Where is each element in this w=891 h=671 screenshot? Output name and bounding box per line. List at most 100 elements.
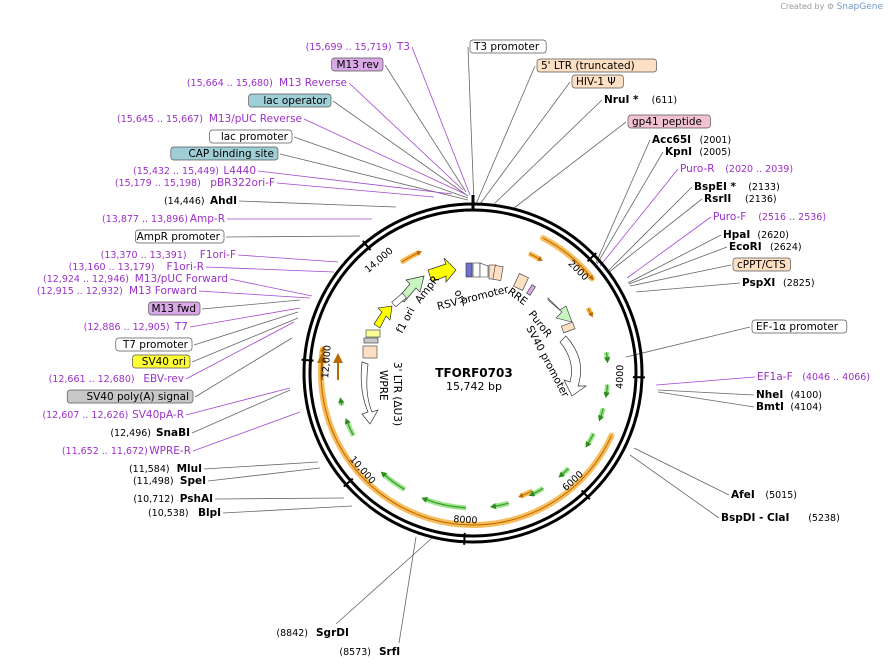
- left-label-3[interactable]: lac operator: [248, 93, 332, 108]
- right-label-3[interactable]: NruI *(611): [604, 94, 677, 106]
- right-label-8[interactable]: BspEI *(2133): [694, 181, 780, 193]
- left-leader-8: [276, 182, 435, 198]
- left-label-name-21: SV40 poly(A) signal: [86, 391, 189, 403]
- left-label-19[interactable]: SV40 ori: [132, 354, 191, 369]
- right-label-20[interactable]: BspDI - ClaI(5238): [721, 512, 840, 524]
- left-label-23[interactable]: SnaBI(12,496): [110, 427, 190, 439]
- left-label-5[interactable]: lac promoter: [209, 129, 293, 144]
- f1-ori-arrow[interactable]: [373, 305, 393, 329]
- right-label-11[interactable]: HpaI(2620): [723, 229, 789, 241]
- right-label-5[interactable]: Acc65I(2001): [652, 134, 731, 146]
- left-label-1[interactable]: M13 rev: [331, 57, 384, 72]
- inner-feature-glyphs: [360, 257, 588, 425]
- left-label-20[interactable]: EBV-rev(12,661 .. 12,680): [49, 373, 184, 385]
- right-label-name-4: gp41 peptide: [632, 116, 702, 128]
- left-label-8[interactable]: pBR322ori-F(15,179 .. 15,198): [115, 177, 275, 189]
- left-label-25[interactable]: MluI(11,584): [129, 463, 202, 475]
- left-label-28[interactable]: BlpI(10,538): [148, 507, 221, 519]
- left-label-14[interactable]: M13/pUC Forward(12,924 .. 12,946): [43, 273, 228, 285]
- feature-label-rsv-promoter[interactable]: RSV promoter: [436, 283, 511, 313]
- left-label-6[interactable]: CAP binding site: [170, 146, 279, 161]
- left-label-16[interactable]: M13 fwd: [148, 301, 201, 316]
- plasmid-name: TFORF0703: [435, 366, 512, 380]
- left-label-0[interactable]: T3(15,699 .. 15,719): [306, 41, 410, 53]
- left-label-11[interactable]: AmpR promoter: [135, 229, 225, 244]
- left-label-2[interactable]: M13 Reverse(15,664 .. 15,680): [187, 77, 347, 89]
- psi-box[interactable]: [492, 265, 504, 281]
- right-leader-20: [629, 454, 720, 519]
- ltr3-box[interactable]: [362, 345, 378, 359]
- right-label-4[interactable]: gp41 peptide: [627, 114, 711, 129]
- left-label-15[interactable]: M13 Forward(12,915 .. 12,932): [37, 285, 197, 297]
- right-label-coord-19: (5015): [765, 490, 797, 501]
- feature-label-wpre[interactable]: WPRE: [377, 370, 389, 401]
- left-label-12[interactable]: F1ori-F(13,370 .. 13,391): [101, 249, 236, 261]
- cppt-box[interactable]: [560, 321, 576, 334]
- feature-label-3ltr[interactable]: 3' LTR (ΔU3): [391, 362, 403, 426]
- right-label-name-14: PspXI: [742, 277, 775, 289]
- ef1a-promoter-arrow[interactable]: [559, 335, 588, 397]
- feature-box-white[interactable]: [472, 262, 481, 278]
- left-label-17[interactable]: T7(12,886 .. 12,905): [84, 321, 188, 333]
- watermark-prefix: Created by: [780, 2, 825, 11]
- right-label-7[interactable]: Puro-R(2020 .. 2039): [680, 163, 793, 175]
- right-leader-21: [335, 537, 433, 625]
- sv40-polya-box[interactable]: [363, 337, 379, 344]
- right-label-badge-0: [469, 39, 547, 54]
- right-leader-8: [606, 186, 693, 273]
- left-label-21[interactable]: SV40 poly(A) signal: [66, 389, 194, 404]
- right-label-14[interactable]: PspXI(2825): [742, 277, 815, 289]
- ori-arrow[interactable]: [427, 257, 457, 283]
- left-label-coord-8: (15,179 .. 15,198): [115, 178, 201, 189]
- right-label-coord-11: (2620): [757, 230, 789, 241]
- left-label-18[interactable]: T7 promoter: [115, 337, 193, 352]
- left-label-22[interactable]: SV40pA-R(12,607 .. 12,626): [42, 409, 184, 421]
- right-label-2[interactable]: HIV-1 Ψ: [571, 74, 624, 89]
- sv40-ori-box[interactable]: [365, 329, 381, 338]
- wpre-arrow[interactable]: [360, 361, 379, 425]
- left-label-27[interactable]: PshAI(10,712): [133, 493, 213, 505]
- right-label-name-16: EF1a-F: [757, 371, 793, 383]
- left-label-13[interactable]: F1ori-R(13,160 .. 13,179): [69, 261, 204, 273]
- amp-promoter-box[interactable]: [391, 292, 407, 308]
- right-label-21[interactable]: (8842)SgrDI: [276, 627, 348, 639]
- right-label-coord-12: (2624): [770, 242, 802, 253]
- left-label-name-27: PshAI: [180, 493, 213, 505]
- right-label-19[interactable]: AfeI(5015): [731, 489, 797, 501]
- left-label-10[interactable]: Amp-R(13,877 .. 13,896): [102, 213, 225, 225]
- right-label-badge-1: [536, 58, 657, 73]
- right-label-18[interactable]: BmtI(4104): [756, 401, 822, 413]
- feature-label-ori[interactable]: ori: [451, 288, 468, 306]
- left-label-name-10: Amp-R: [190, 213, 225, 225]
- rre-box[interactable]: [513, 273, 529, 291]
- right-label-coord-18: (4104): [790, 402, 822, 413]
- left-label-26[interactable]: SpeI(11,498): [133, 475, 206, 487]
- feature-box-blue[interactable]: [465, 262, 473, 278]
- right-label-15[interactable]: EF-1α promoter: [751, 319, 848, 334]
- right-label-22[interactable]: (8573)SrfI: [339, 646, 400, 658]
- right-label-6[interactable]: KpnI(2005): [665, 146, 731, 158]
- rsv-promoter-arrow[interactable]: [479, 262, 489, 278]
- left-label-7[interactable]: L4440(15,432 .. 15,449): [133, 165, 256, 177]
- right-label-10[interactable]: Puro-F(2516 .. 2536): [713, 211, 826, 223]
- left-label-9[interactable]: AhdI(14,446): [164, 195, 237, 207]
- green-seg-7[interactable]: [423, 496, 467, 511]
- puror-arrow[interactable]: [547, 297, 573, 323]
- right-label-17[interactable]: NheI(4100): [756, 389, 822, 401]
- right-label-9[interactable]: RsrII(2136): [704, 193, 777, 205]
- feature-label-f1-ori[interactable]: f1 ori: [394, 306, 417, 336]
- right-label-0[interactable]: T3 promoter: [469, 39, 547, 54]
- left-label-24[interactable]: WPRE-R(11,652 .. 11,672): [62, 445, 191, 457]
- left-label-4[interactable]: M13/pUC Reverse(15,645 .. 15,667): [117, 113, 302, 125]
- feature-arcs: [317, 235, 615, 528]
- right-label-1[interactable]: 5' LTR (truncated): [536, 58, 657, 73]
- right-label-coord-6: (2005): [699, 147, 731, 158]
- gp41-box[interactable]: [526, 284, 536, 296]
- right-label-12[interactable]: EcoRI(2624): [729, 241, 802, 253]
- right-leader-10: [626, 216, 712, 279]
- left-label-name-24: WPRE-R: [149, 445, 191, 457]
- right-label-13[interactable]: cPPT/CTS: [732, 257, 791, 272]
- feature-label-rre[interactable]: RRE: [505, 286, 529, 308]
- right-label-16[interactable]: EF1a-F(4046 .. 4066): [757, 371, 870, 383]
